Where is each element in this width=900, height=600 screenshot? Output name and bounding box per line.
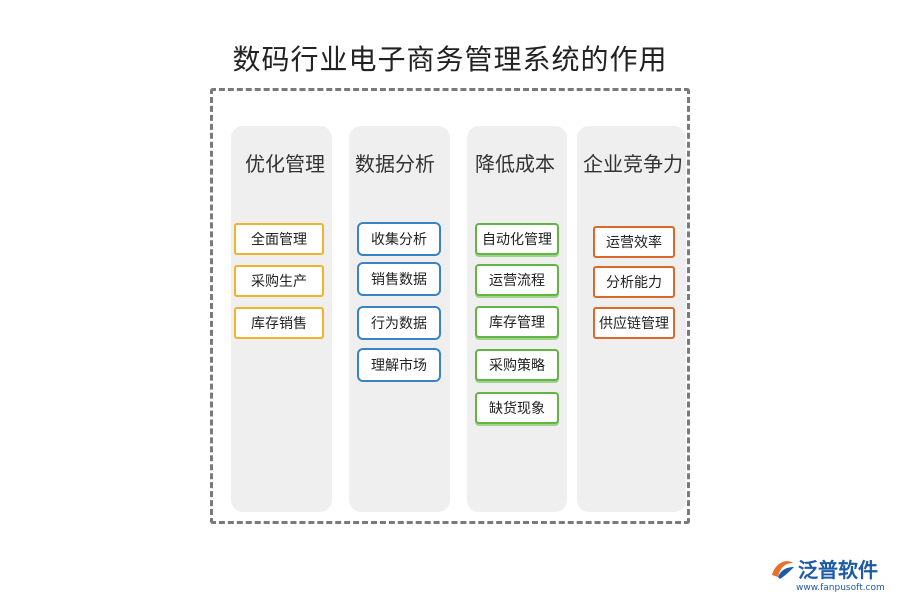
- dashed-frame: [210, 88, 690, 524]
- column-heading-data: 数据分析: [355, 152, 435, 176]
- column-heading-competitiveness: 企业竞争力: [583, 152, 683, 176]
- item-box: 采购生产: [234, 265, 324, 297]
- item-box: 运营效率: [593, 226, 675, 258]
- item-box: 销售数据: [357, 262, 441, 296]
- item-box: 运营流程: [475, 264, 559, 296]
- item-box: 分析能力: [593, 266, 675, 298]
- item-box: 库存销售: [234, 307, 324, 339]
- column-heading-optimize: 优化管理: [245, 152, 325, 176]
- fanpu-logo-icon: [772, 561, 794, 579]
- item-box: 缺货现象: [475, 392, 559, 424]
- logo-url: www.fanpusoft.com: [796, 583, 885, 593]
- item-box: 行为数据: [357, 306, 441, 340]
- logo-name: 泛普软件: [798, 558, 878, 582]
- item-box: 库存管理: [475, 306, 559, 338]
- item-box: 采购策略: [475, 349, 559, 381]
- column-heading-cost: 降低成本: [475, 152, 555, 176]
- item-box: 收集分析: [357, 222, 441, 256]
- diagram-title: 数码行业电子商务管理系统的作用: [232, 43, 668, 76]
- item-box: 自动化管理: [475, 223, 559, 255]
- item-box: 理解市场: [357, 348, 441, 382]
- item-box: 供应链管理: [593, 307, 675, 339]
- item-box: 全面管理: [234, 223, 324, 255]
- fanpu-logo: 泛普软件 www.fanpusoft.com: [768, 553, 892, 597]
